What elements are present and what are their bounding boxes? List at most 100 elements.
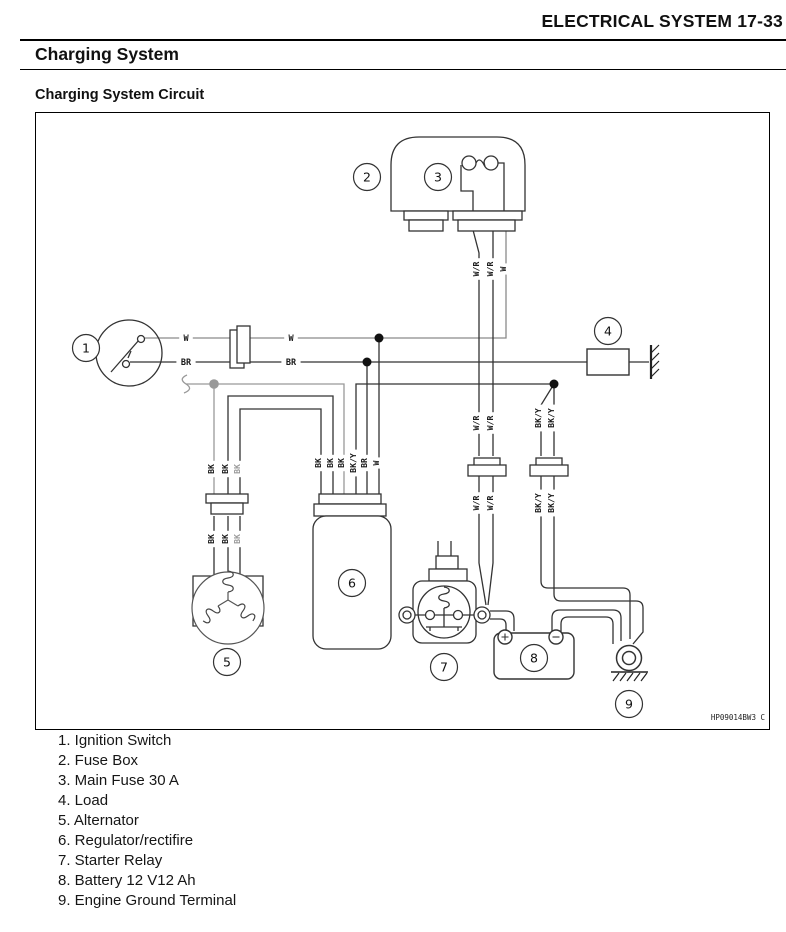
svg-text:BK: BK bbox=[232, 534, 242, 544]
ground-symbol-engine bbox=[611, 671, 648, 682]
svg-text:W: W bbox=[498, 266, 508, 271]
svg-text:W/R: W/R bbox=[485, 496, 495, 511]
load bbox=[586, 344, 660, 379]
relay-stub-wires bbox=[437, 541, 452, 556]
starter-relay bbox=[398, 555, 491, 644]
wire-bk-gray bbox=[186, 383, 345, 496]
wire-break-squiggle bbox=[181, 374, 191, 394]
legend-item: 7. Starter Relay bbox=[58, 852, 163, 869]
wire-label: BK bbox=[220, 460, 230, 478]
cable-relay-battery-b bbox=[490, 618, 507, 631]
wire-label: W/R bbox=[485, 412, 495, 434]
svg-text:5: 5 bbox=[223, 655, 231, 670]
callout-2: 2 bbox=[352, 162, 382, 192]
circuit-diagram: HP09014BW3 C W/RW/RWW/RW/RW/RW/RBK/YBK/Y… bbox=[71, 136, 765, 722]
svg-text:BK/Y: BK/Y bbox=[348, 453, 358, 473]
svg-text:3: 3 bbox=[434, 170, 442, 185]
ignition-switch bbox=[95, 319, 163, 387]
svg-text:BK/Y: BK/Y bbox=[533, 408, 543, 428]
wire-wr-1 bbox=[472, 229, 480, 456]
relay-terminal-right bbox=[473, 606, 491, 624]
wire-bky-2b bbox=[553, 476, 644, 645]
svg-text:BK: BK bbox=[325, 458, 335, 468]
legend-item: 6. Regulator/rectifire bbox=[58, 832, 194, 849]
svg-text:BK: BK bbox=[220, 534, 230, 544]
cable-battery-ground-a bbox=[551, 609, 622, 641]
junction-w bbox=[374, 333, 384, 343]
wire-label: BR bbox=[359, 454, 369, 472]
connector-switch bbox=[229, 325, 251, 369]
subsection-title: Charging System Circuit bbox=[35, 87, 205, 103]
connector-alternator bbox=[205, 493, 249, 515]
wire-label: BK bbox=[232, 460, 242, 478]
page-header-title: ELECTRICAL SYSTEM 17-33 bbox=[541, 11, 783, 31]
svg-text:BK/Y: BK/Y bbox=[533, 493, 543, 513]
svg-text:1: 1 bbox=[82, 341, 90, 356]
wire-label: W/R bbox=[471, 412, 481, 434]
svg-text:W/R: W/R bbox=[485, 262, 495, 277]
wire-label: W bbox=[498, 263, 508, 275]
wire-label: BK bbox=[206, 530, 216, 548]
callout-4: 4 bbox=[593, 316, 623, 346]
junction-gray bbox=[209, 379, 219, 389]
alternator bbox=[191, 570, 265, 645]
legend-item: 5. Alternator bbox=[58, 812, 139, 829]
svg-text:9: 9 bbox=[625, 697, 633, 712]
wire-label: BR bbox=[281, 356, 301, 368]
wire-label: BR bbox=[176, 356, 196, 368]
svg-text:BR: BR bbox=[286, 358, 297, 368]
fuse-box bbox=[390, 136, 526, 232]
svg-text:BK: BK bbox=[336, 458, 346, 468]
wire-label: W/R bbox=[485, 258, 495, 280]
wire-label: BK bbox=[232, 530, 242, 548]
legend-item: 8. Battery 12 V12 Ah bbox=[58, 872, 196, 889]
wire-label: W/R bbox=[471, 258, 481, 280]
svg-text:BK/Y: BK/Y bbox=[546, 408, 556, 428]
wire-bk-bridge-1 bbox=[239, 408, 322, 496]
callout-1: 1 bbox=[71, 333, 101, 363]
battery-negative-terminal bbox=[548, 629, 564, 645]
wire-label: W bbox=[284, 332, 298, 344]
wire-w bbox=[145, 231, 507, 339]
callout-5: 5 bbox=[212, 647, 242, 677]
svg-text:W/R: W/R bbox=[471, 262, 481, 277]
cable-relay-battery-a bbox=[490, 610, 515, 631]
section-rule bbox=[20, 69, 786, 71]
svg-text:8: 8 bbox=[530, 651, 538, 666]
svg-text:W: W bbox=[371, 460, 381, 465]
wire-bk-bridge-2 bbox=[227, 395, 334, 496]
legend-item: 3. Main Fuse 30 A bbox=[58, 772, 179, 789]
main-fuse bbox=[460, 155, 505, 211]
figure-code: HP09014BW3 C bbox=[711, 713, 765, 722]
svg-text:BK: BK bbox=[232, 464, 242, 474]
svg-text:BK: BK bbox=[220, 464, 230, 474]
wire-label: BK bbox=[325, 454, 335, 472]
relay-terminal-left bbox=[398, 606, 416, 624]
svg-text:W/R: W/R bbox=[471, 416, 481, 431]
legend-item: 9. Engine Ground Terminal bbox=[58, 892, 237, 909]
wire-label: BK/Y bbox=[533, 404, 543, 432]
svg-text:BR: BR bbox=[181, 358, 192, 368]
svg-text:W/R: W/R bbox=[471, 496, 481, 511]
wire-label: BK/Y bbox=[533, 489, 543, 517]
wire-label: BK bbox=[336, 454, 346, 472]
junction-dots bbox=[209, 333, 559, 389]
svg-text:4: 4 bbox=[604, 324, 612, 339]
svg-text:W/R: W/R bbox=[485, 416, 495, 431]
callout-8: 8 bbox=[519, 643, 549, 673]
wire-label: W/R bbox=[471, 492, 481, 514]
svg-text:BK: BK bbox=[313, 458, 323, 468]
wire-label: W bbox=[179, 332, 193, 344]
cable-battery-ground-b bbox=[560, 616, 614, 644]
wire-bky-feed bbox=[355, 383, 554, 496]
svg-text:BR: BR bbox=[359, 458, 369, 468]
svg-text:BK: BK bbox=[206, 534, 216, 544]
svg-text:2: 2 bbox=[363, 170, 371, 185]
ground-symbol-load bbox=[649, 344, 660, 379]
wire-label: BK/Y bbox=[546, 489, 556, 517]
wire-label: BK/Y bbox=[348, 449, 358, 477]
